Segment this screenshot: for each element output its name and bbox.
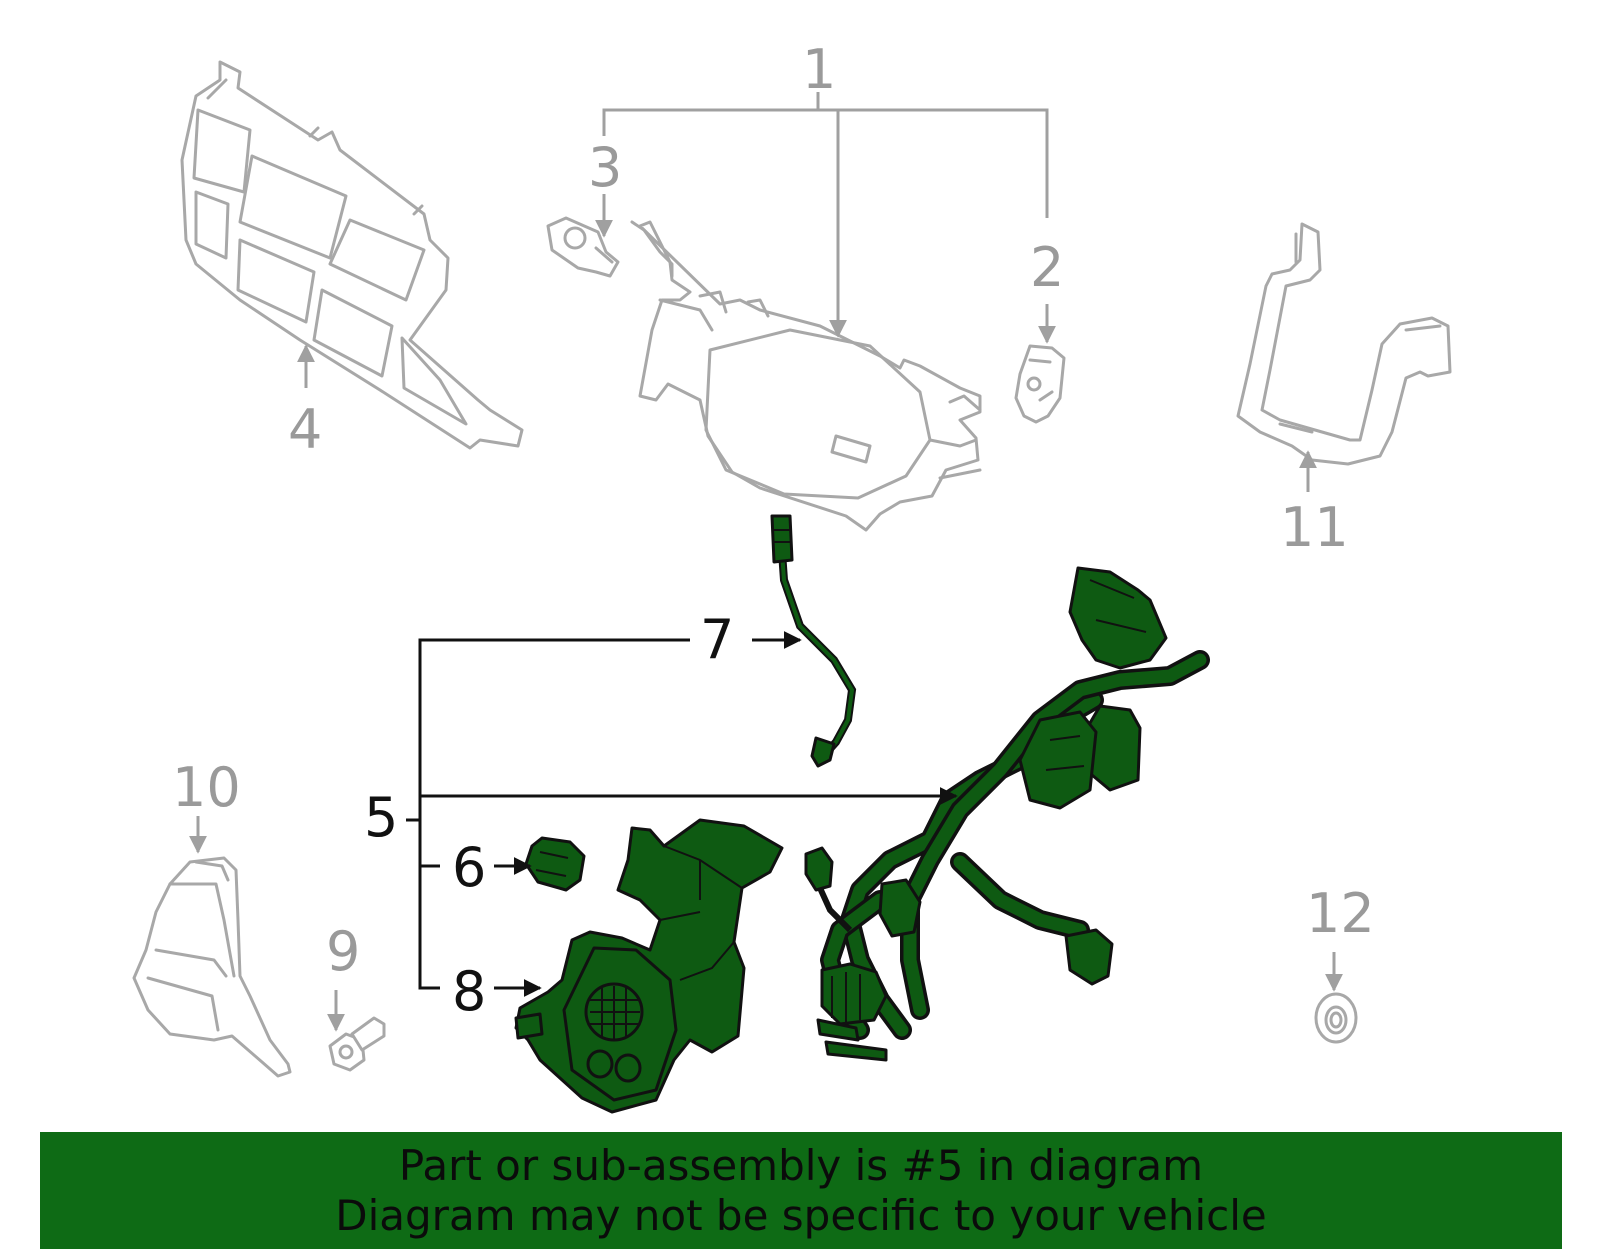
callout-1: 1 [802, 38, 836, 101]
callout-5: 5 [364, 786, 398, 849]
callout-8: 8 [452, 960, 486, 1023]
callout-9: 9 [326, 920, 360, 983]
callout-6: 6 [452, 836, 486, 899]
part-8-charging-port [514, 818, 784, 1114]
callout-7: 7 [700, 608, 734, 671]
part-5-wiring-harness [804, 566, 1210, 1062]
part-3-connector [546, 216, 620, 278]
callout-11: 11 [1280, 496, 1349, 559]
callout-3: 3 [588, 136, 622, 199]
part-12-grommet [1314, 992, 1358, 1044]
leaders-black [406, 631, 958, 997]
callout-4: 4 [288, 398, 322, 461]
part-9-bolt [328, 1016, 386, 1072]
leaders-grey [189, 92, 1343, 1032]
part-11-bracket [1236, 222, 1452, 466]
callout-2: 2 [1030, 236, 1064, 299]
info-banner: Part or sub-assembly is #5 in diagram Di… [40, 1132, 1562, 1249]
part-1-instrument-cluster [630, 220, 982, 532]
part-7-sensor-wire [770, 514, 857, 768]
callout-12: 12 [1306, 882, 1375, 945]
part-10-cover [132, 856, 292, 1078]
part-2-clip [1014, 344, 1066, 424]
banner-line-2: Diagram may not be specific to your vehi… [335, 1190, 1267, 1240]
part-6-connector [524, 836, 586, 892]
part-4-grille-support [180, 60, 524, 450]
banner-line-1: Part or sub-assembly is #5 in diagram [398, 1140, 1204, 1190]
callout-10: 10 [172, 756, 241, 819]
